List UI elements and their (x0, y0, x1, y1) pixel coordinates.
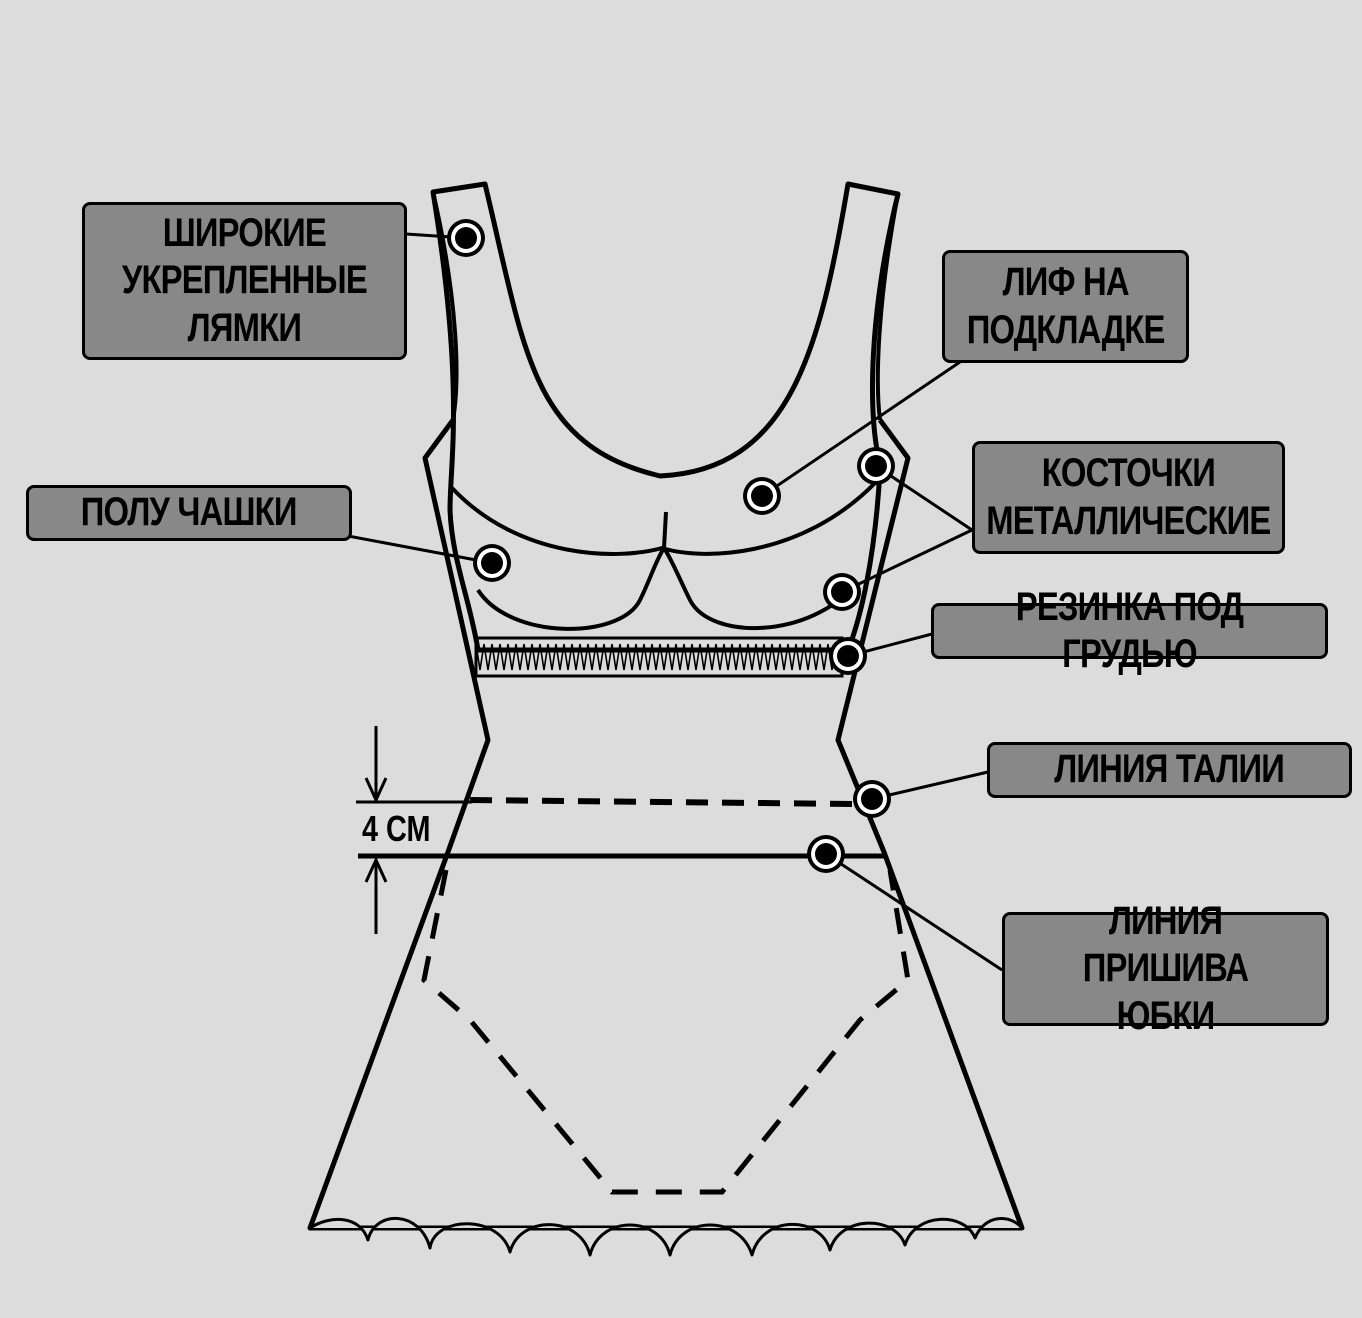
waistline-dashed (469, 797, 859, 807)
callout-waistline-text: ЛИНИЯ ТАЛИИ (1054, 747, 1286, 792)
measurement-marker (356, 726, 472, 934)
callout-skirt-seam: ЛИНИЯ ПРИШИВА ЮБКИ (1002, 899, 1329, 1038)
measurement-label: 4 СМ (362, 808, 431, 849)
marker-skirt-seam (807, 835, 845, 873)
marker-straps (447, 219, 485, 257)
cup-left (476, 546, 666, 631)
callout-underbust-elastic-text: РЕЗИНКА ПОД ГРУДЬЮ (1015, 584, 1244, 676)
marker-dots (447, 219, 895, 873)
marker-bone-upper (857, 447, 895, 485)
strap-inner-left (431, 191, 459, 421)
callout-half-cups-text: ПОЛУ ЧАШКИ (81, 490, 298, 535)
straps-neckline (430, 181, 901, 653)
marker-waistline (853, 780, 891, 818)
cup-right (662, 546, 860, 631)
callout-bones: КОСТОЧКИ МЕТАЛЛИЧЕСКИЕ (972, 441, 1285, 554)
callout-lined-bodice: ЛИФ НА ПОДКЛАДКЕ (942, 250, 1189, 363)
marker-lined-bodice (743, 477, 781, 515)
callout-straps-text: ШИРОКИЕ УКРЕПЛЕННЫЕ ЛЯМКИ (121, 211, 368, 350)
strap-inner-right (875, 193, 900, 421)
skirt-lining-dashed (421, 869, 911, 1195)
callout-straps: ШИРОКИЕ УКРЕПЛЕННЫЕ ЛЯМКИ (82, 202, 407, 360)
marker-half-cups (473, 544, 511, 582)
underbust-elastic (474, 636, 844, 678)
callout-waistline: ЛИНИЯ ТАЛИИ (987, 742, 1352, 798)
ruffled-hem (309, 1216, 1024, 1257)
callout-underbust-elastic: РЕЗИНКА ПОД ГРУДЬЮ (931, 585, 1328, 676)
center-front-seam (662, 511, 668, 549)
callout-skirt-seam-text: ЛИНИЯ ПРИШИВА ЮБКИ (1082, 899, 1249, 1038)
marker-bone-lower (823, 573, 861, 611)
callout-bones-text: КОСТОЧКИ МЕТАЛЛИЧЕСКИЕ (986, 451, 1271, 543)
leader-lines (347, 232, 1003, 972)
callout-lined-bodice-text: ЛИФ НА ПОДКЛАДКЕ (966, 260, 1166, 352)
callout-half-cups: ПОЛУ ЧАШКИ (26, 485, 352, 541)
marker-elastic (829, 637, 867, 675)
